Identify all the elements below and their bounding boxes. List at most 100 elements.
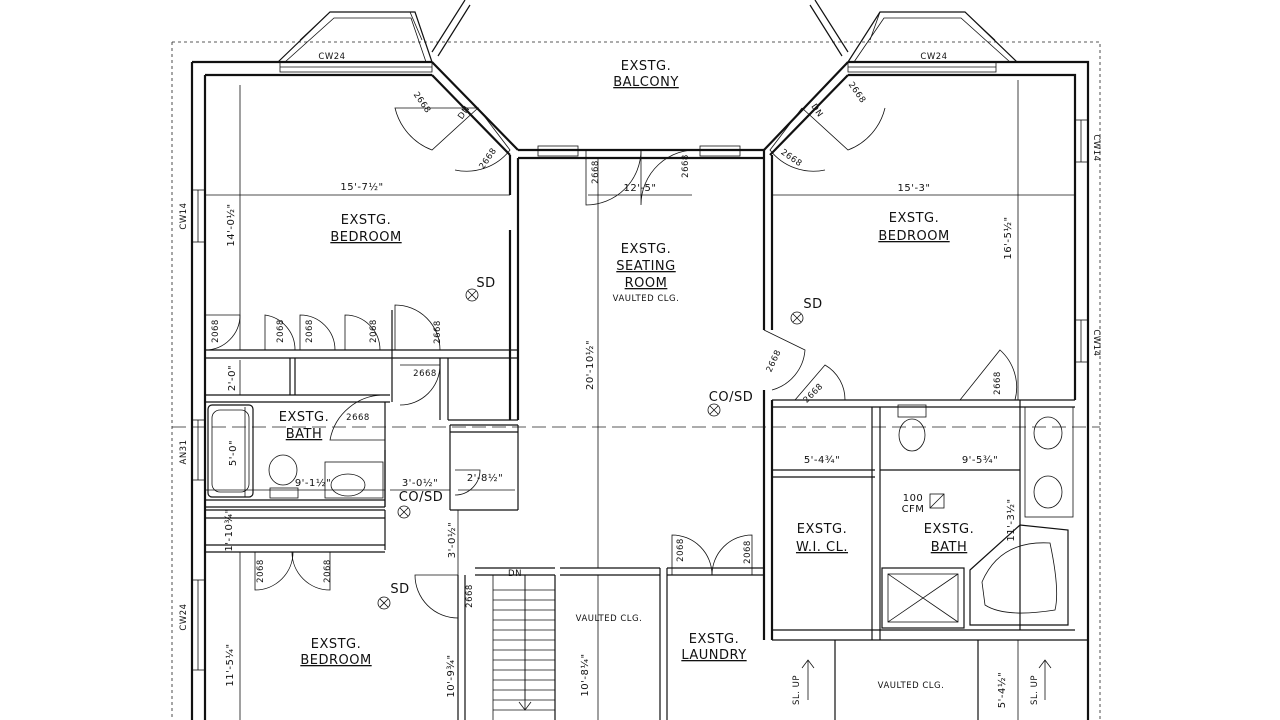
svg-text:1'-10¾": 1'-10¾" xyxy=(224,508,235,551)
svg-text:5'-4½": 5'-4½" xyxy=(996,672,1008,708)
svg-text:5'-0": 5'-0" xyxy=(228,440,239,466)
svg-text:CW24: CW24 xyxy=(179,603,189,630)
svg-text:16'-5½": 16'-5½" xyxy=(1002,216,1014,259)
svg-text:15'-7½": 15'-7½" xyxy=(340,181,383,193)
svg-text:2668: 2668 xyxy=(433,320,443,344)
svg-text:100: 100 xyxy=(903,493,924,504)
window-bath xyxy=(191,419,206,481)
window-right-lower xyxy=(1074,319,1089,363)
svg-text:3'-0½": 3'-0½" xyxy=(446,522,458,558)
svg-text:BATH: BATH xyxy=(931,540,968,555)
svg-text:BEDROOM: BEDROOM xyxy=(878,229,949,244)
balcony-label: EXSTG. xyxy=(621,59,672,74)
svg-text:2668: 2668 xyxy=(779,147,804,169)
balcony-rail xyxy=(431,0,471,57)
svg-text:SD: SD xyxy=(390,582,409,597)
svg-text:SL. UP: SL. UP xyxy=(1030,675,1040,705)
svg-text:10'-9¾": 10'-9¾" xyxy=(446,654,457,697)
svg-text:15'-3": 15'-3" xyxy=(897,183,930,194)
svg-text:5'-4¾": 5'-4¾" xyxy=(804,455,840,466)
svg-text:CO/SD: CO/SD xyxy=(709,390,753,405)
svg-text:CW24: CW24 xyxy=(920,52,947,62)
svg-text:9'-1½": 9'-1½" xyxy=(295,477,331,489)
svg-text:2068: 2068 xyxy=(743,540,753,564)
svg-text:VAULTED CLG.: VAULTED CLG. xyxy=(613,294,680,304)
window-lower-bedroom xyxy=(191,579,206,671)
svg-text:12'-5": 12'-5" xyxy=(623,183,656,194)
svg-text:2668: 2668 xyxy=(591,160,601,184)
svg-text:SEATING: SEATING xyxy=(616,259,675,274)
svg-text:11'-3½": 11'-3½" xyxy=(1005,498,1017,541)
svg-text:14'-0½": 14'-0½" xyxy=(225,203,237,246)
svg-text:2668: 2668 xyxy=(346,413,370,423)
svg-text:2'-0": 2'-0" xyxy=(227,365,238,391)
svg-text:2668: 2668 xyxy=(413,369,437,379)
svg-text:CW14: CW14 xyxy=(179,202,189,229)
svg-text:2068: 2068 xyxy=(676,538,686,562)
seating-room-label: EXSTG. xyxy=(621,242,672,257)
bath-left-label: EXSTG. xyxy=(279,410,330,425)
svg-text:2668: 2668 xyxy=(802,382,826,406)
svg-text:VAULTED CLG.: VAULTED CLG. xyxy=(878,681,945,691)
svg-text:AN31: AN31 xyxy=(179,440,189,465)
dimension-labels: 15'-7½" 14'-0½" 12'-5" 20'-10½" 15'-3" 1… xyxy=(224,181,1017,708)
svg-text:2068: 2068 xyxy=(323,559,333,583)
window-left-bedroom xyxy=(191,189,206,243)
svg-text:W.I. CL.: W.I. CL. xyxy=(796,540,848,555)
svg-text:ROOM: ROOM xyxy=(625,276,668,291)
bedroom-left-label: EXSTG. xyxy=(341,213,392,228)
property-outline xyxy=(171,41,1101,720)
door-tags: 2668 2668 2668 2668 2668 2668 2068 2068 … xyxy=(211,80,1003,608)
svg-text:2668: 2668 xyxy=(765,348,784,374)
doors xyxy=(204,107,1018,619)
svg-text:BEDROOM: BEDROOM xyxy=(300,653,371,668)
svg-text:2068: 2068 xyxy=(276,319,286,343)
svg-text:VAULTED CLG.: VAULTED CLG. xyxy=(576,614,643,624)
svg-text:SD: SD xyxy=(476,276,495,291)
bedroom-right-label: EXSTG. xyxy=(889,211,940,226)
svg-text:2068: 2068 xyxy=(369,319,379,343)
svg-text:10'-8¼": 10'-8¼" xyxy=(579,653,591,696)
svg-text:DN: DN xyxy=(508,569,522,579)
stair-treads xyxy=(492,575,555,720)
svg-text:DN: DN xyxy=(809,102,825,119)
svg-text:2668: 2668 xyxy=(465,584,475,608)
svg-text:BALCONY: BALCONY xyxy=(613,75,679,90)
laundry-label: EXSTG. xyxy=(689,632,740,647)
svg-text:2668: 2668 xyxy=(846,80,868,105)
svg-text:LAUNDRY: LAUNDRY xyxy=(681,648,746,663)
svg-text:CW14: CW14 xyxy=(1091,134,1101,161)
svg-text:CO/SD: CO/SD xyxy=(399,490,443,505)
window-tags: CW24 CW24 CW14 AN31 CW24 CW14 CW14 xyxy=(179,52,1101,631)
svg-text:2668: 2668 xyxy=(993,371,1003,395)
svg-text:BATH: BATH xyxy=(286,427,323,442)
svg-text:2'-8½": 2'-8½" xyxy=(467,472,503,484)
svg-text:DN: DN xyxy=(456,104,472,121)
svg-text:CW24: CW24 xyxy=(318,52,345,62)
svg-text:9'-5¾": 9'-5¾" xyxy=(962,455,998,466)
svg-text:11'-5¼": 11'-5¼" xyxy=(224,643,236,686)
bedroom-lower-label: EXSTG. xyxy=(311,637,362,652)
dimension-lines xyxy=(205,80,1075,720)
bath-right-label: EXSTG. xyxy=(924,522,975,537)
svg-text:2668: 2668 xyxy=(411,90,433,115)
svg-text:2668: 2668 xyxy=(681,154,691,178)
svg-text:CW14: CW14 xyxy=(1091,329,1101,356)
svg-text:SD: SD xyxy=(803,297,822,312)
smoke-detector-icon xyxy=(377,288,804,610)
svg-text:BEDROOM: BEDROOM xyxy=(330,230,401,245)
svg-text:2668: 2668 xyxy=(477,146,499,171)
svg-text:CFM: CFM xyxy=(902,504,925,515)
room-labels: EXSTG. BALCONY EXSTG. BEDROOM EXSTG. SEA… xyxy=(279,59,975,691)
svg-text:2068: 2068 xyxy=(256,559,266,583)
svg-text:3'-0½": 3'-0½" xyxy=(402,477,438,489)
svg-text:2068: 2068 xyxy=(211,319,221,343)
svg-text:20'-10½": 20'-10½" xyxy=(584,340,596,390)
symbol-labels: SD SD CO/SD CO/SD SD DN DN DN SL. UP SL.… xyxy=(390,102,1040,705)
svg-text:SL. UP: SL. UP xyxy=(792,675,802,705)
window-right-upper xyxy=(1074,119,1089,163)
wic-label: EXSTG. xyxy=(797,522,848,537)
svg-text:2068: 2068 xyxy=(305,319,315,343)
fixtures xyxy=(207,404,1074,720)
